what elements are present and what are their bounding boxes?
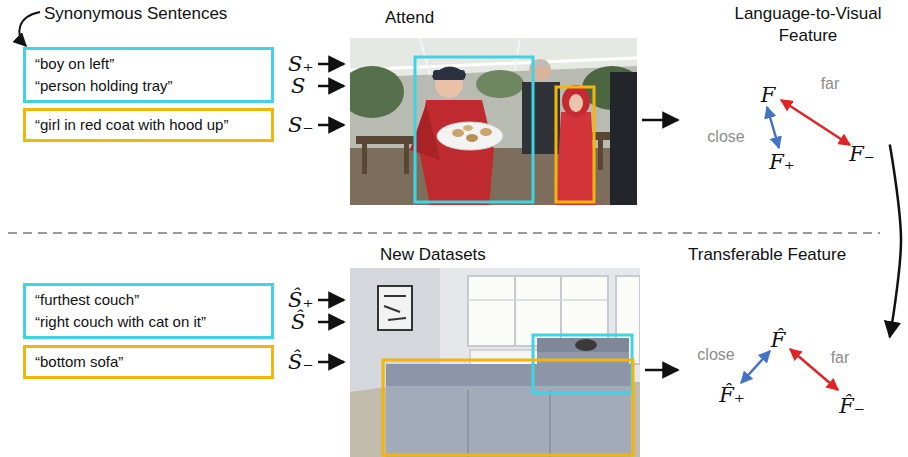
close-arrow bbox=[741, 351, 770, 383]
section-heading: Language-to-Visual Feature bbox=[708, 3, 908, 47]
ellipse-fill bbox=[683, 63, 899, 177]
feature-symbol: F₊ bbox=[769, 150, 795, 174]
sentence-symbol: S bbox=[291, 74, 305, 98]
sentence-symbol: S₊ bbox=[288, 52, 313, 76]
living-room-photo-part-part bbox=[549, 390, 551, 457]
sentence-text: “right couch with cat on it” bbox=[35, 311, 262, 333]
sentence-arrows-bottom bbox=[318, 300, 344, 362]
curved-arrow bbox=[19, 12, 40, 46]
sentence-box: “furthest couch”“right couch with cat on… bbox=[23, 283, 274, 339]
sentence-box: “bottom sofa” bbox=[23, 345, 274, 379]
sentence-symbol: S₋ bbox=[288, 113, 313, 137]
sentence-symbol: Ŝ₊ bbox=[288, 288, 313, 312]
market-photo-part-part bbox=[433, 70, 465, 80]
market-photo-part-part bbox=[556, 112, 596, 205]
market-photo-part bbox=[556, 87, 594, 202]
living-room-photo-part-part bbox=[468, 299, 608, 301]
sentence-text: “bottom sofa” bbox=[35, 351, 262, 373]
market-photo-part-part bbox=[452, 129, 464, 137]
market-photo-part-part bbox=[432, 66, 466, 80]
feature-space-ellipse: Fclose farF₊ F₋ bbox=[682, 62, 900, 178]
sentence-symbol: Ŝ₋ bbox=[288, 350, 313, 374]
distance-word: close bbox=[707, 128, 744, 146]
sentence-text: “person holding tray” bbox=[35, 75, 262, 97]
sentence-text: “furthest couch” bbox=[35, 289, 262, 311]
feature-symbol: F₋ bbox=[849, 142, 875, 166]
feature-symbol: F bbox=[761, 83, 776, 107]
market-photo-part bbox=[350, 38, 637, 205]
living-room-photo-part-part bbox=[575, 339, 597, 351]
sentence-box: “boy on left”“person holding tray” bbox=[23, 47, 274, 103]
market-photo-part-part bbox=[515, 38, 520, 70]
market-photo-part-part bbox=[476, 70, 524, 98]
market-photo-part-part bbox=[598, 140, 603, 170]
market-photo-part-part bbox=[610, 72, 637, 205]
feature-symbol: F̂₋ bbox=[839, 394, 865, 418]
feature-space-ellipse: F̂ close farF̂₊ F̂₋ bbox=[682, 300, 900, 428]
distance-word: far bbox=[831, 349, 850, 367]
living-room-photo-part bbox=[533, 335, 632, 393]
sentence-arrows-bottom-part bbox=[318, 361, 344, 364]
market-photo bbox=[340, 38, 642, 205]
market-photo-part-part bbox=[569, 94, 583, 112]
living-room-photo-part bbox=[350, 268, 640, 457]
market-photo-part-part bbox=[362, 144, 367, 174]
far-arrow bbox=[781, 100, 850, 145]
transfer-arrow bbox=[890, 145, 901, 337]
market-photo-part-part bbox=[350, 66, 404, 118]
living-room-photo-part-part bbox=[384, 296, 406, 320]
living-room-photo bbox=[350, 268, 640, 457]
image-arrow bbox=[642, 119, 678, 122]
market-photo-part-part bbox=[522, 82, 560, 154]
ellipse-outline bbox=[682, 300, 900, 428]
feature-symbol: F̂₊ bbox=[719, 383, 745, 407]
sentence-text: “boy on left” bbox=[35, 53, 262, 75]
close-arrow bbox=[767, 107, 779, 148]
sentence-arrows-bottom-part bbox=[318, 299, 344, 302]
distance-word: close bbox=[697, 346, 734, 364]
ellipse-fill bbox=[683, 301, 899, 427]
living-room-photo-part bbox=[383, 360, 633, 455]
market-photo-part-part bbox=[480, 128, 492, 136]
sentence-arrows-top bbox=[318, 64, 344, 125]
market-photo-part-part bbox=[404, 144, 409, 174]
living-room-photo-part-part bbox=[386, 386, 631, 457]
living-room-photo-part-part bbox=[350, 268, 640, 457]
market-photo-part-part bbox=[350, 38, 637, 205]
section-heading: Synonymous Sentences bbox=[44, 4, 227, 24]
sentence-symbol: Ŝ bbox=[291, 310, 305, 334]
sentence-arrows-top-part bbox=[318, 124, 344, 127]
distance-word: far bbox=[821, 75, 840, 93]
sentence-box: “girl in red coat with hood up” bbox=[23, 108, 274, 142]
market-photo-part-part bbox=[437, 122, 503, 150]
sentence-arrows-bottom-part bbox=[318, 321, 344, 324]
sentence-arrows-top-part bbox=[318, 63, 344, 66]
sentence-arrows-top-part bbox=[318, 85, 344, 88]
market-photo-part-part bbox=[463, 125, 473, 131]
living-room-photo-part-part bbox=[514, 276, 516, 346]
market-photo-part-part bbox=[350, 58, 637, 70]
market-photo-part-part bbox=[466, 134, 478, 142]
market-photo-part bbox=[415, 57, 533, 202]
living-room-photo-part-part bbox=[378, 286, 412, 330]
living-room-photo-part-part bbox=[467, 390, 469, 457]
living-room-photo-part-part bbox=[386, 364, 631, 388]
section-heading: Transferable Feature bbox=[688, 245, 846, 265]
market-photo-part-part bbox=[562, 85, 590, 117]
feature-symbol: F̂ bbox=[771, 328, 786, 352]
sentence-text: “girl in red coat with hood up” bbox=[35, 114, 262, 136]
image-arrow bbox=[645, 369, 678, 372]
market-photo-part-part bbox=[356, 136, 414, 144]
section-heading: Attend bbox=[385, 8, 434, 28]
dashed-separator bbox=[8, 232, 880, 234]
section-heading: New Datasets bbox=[380, 245, 486, 265]
